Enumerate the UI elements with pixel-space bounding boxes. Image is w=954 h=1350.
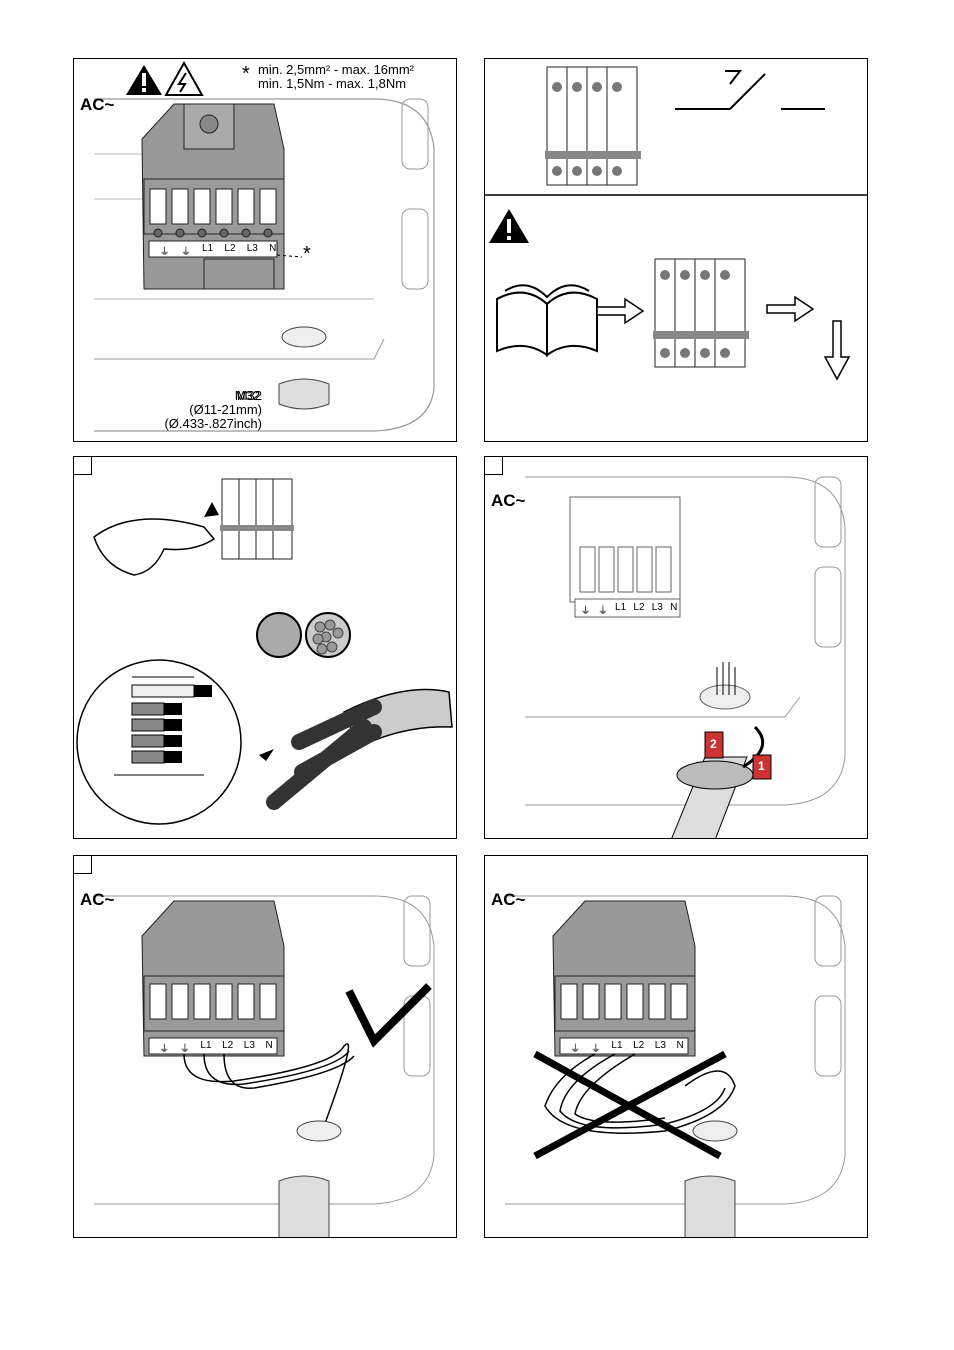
arrow-down-icon [823,320,851,381]
strip-length-diagram [76,659,242,825]
spec-cross-section: min. 2,5mm² - max. 16mm² [258,62,415,77]
terminal-label: L3 [246,243,258,254]
gland-spec: M32 [235,389,260,403]
terminal-label: N [269,243,277,254]
terminal-label: L2 [633,1040,645,1051]
checkmark-icon [345,983,432,1048]
terminal-label: L2 [222,1040,234,1051]
circuit-breaker-icon [220,478,294,560]
step-marker-2 [704,731,724,759]
hand-icon [93,518,216,576]
gland-size-text: M32 [236,388,262,403]
terminal-label: L2 [224,243,236,254]
correct-wiring-illustration [94,895,435,1237]
terminal-label: N [265,1040,273,1051]
incorrect-wiring-illustration [505,895,846,1237]
manual-book-icon [496,284,598,357]
terminal-label: ⏚ [180,247,191,258]
terminal-label: L1 [615,602,627,613]
dashed-line-asterisk: * [303,243,311,265]
spec-torque: min. 1,5Nm - max. 1,8Nm [258,76,407,91]
panel-correct-wiring: AC~ ⏚ ⏚ L1 L2 L3 N [73,855,457,1238]
ac-label: AC~ [80,890,115,909]
terminal-label: ⏚ [179,1044,190,1055]
cable-illustration [671,725,765,838]
switch-open-symbol [675,70,825,110]
panel-incorrect-wiring: AC~ ⏚ ⏚ L1 L2 L3 N [484,855,868,1238]
cable-prep-illustration [76,478,453,825]
breaker-switch-illustration [485,66,867,381]
cable-illustration [266,688,453,810]
terminal-labels: ⏚ ⏚ L1 L2 L3 N [577,602,681,617]
conductor-type-icons [256,612,351,658]
terminal-label: L1 [200,1040,212,1051]
terminal-labels: ⏚ ⏚ L1 L2 L3 N [565,1040,689,1055]
circuit-breaker-icon [545,66,641,186]
step-checkbox [74,457,92,475]
electric-hazard-icon [164,60,204,96]
spec-asterisk: * [242,63,250,85]
warning-icon [489,209,529,243]
gland-insertion-illustration [525,476,846,838]
terminal-labels: ⏚ ⏚ L1 L2 L3 N [154,243,282,258]
terminal-block-illustration [94,60,435,432]
terminal-label: ⏚ [580,606,591,617]
terminal-label: L3 [654,1040,666,1051]
step-number: 1 [758,759,765,773]
step-number: 2 [710,737,717,751]
panel-breaker-off [484,58,868,442]
terminal-label: ⏚ [570,1044,581,1055]
terminal-label: ⏚ [159,247,170,258]
terminal-label: ⏚ [597,606,608,617]
gland-spec-block: M32 (Ø11-21mm) (Ø.433-.827inch) [134,389,262,431]
circuit-breaker-icon [653,258,749,368]
arrow-icon [204,502,219,517]
terminal-label: L2 [633,602,645,613]
step-checkbox [485,457,503,475]
arrow-right-icon [596,297,645,325]
terminal-label: L3 [243,1040,255,1051]
arrow-icon [259,749,274,761]
terminal-label: L1 [202,243,214,254]
terminal-block [569,496,681,618]
rotate-arrow-icon [742,725,765,769]
terminal-label: ⏚ [590,1044,601,1055]
ac-label: AC~ [80,95,115,114]
terminal-label: L1 [611,1040,623,1051]
arrow-right-icon [766,295,815,323]
terminal-label: N [670,602,678,613]
panel-cable-prep [73,456,457,839]
panel-cable-gland: AC~ 2 1 ⏚ ⏚ L1 L2 L3 N [484,456,868,839]
gland-size: M32 [234,388,260,403]
gland-range-inch: (Ø.433-.827inch) [164,416,262,431]
gland-range-mm: (Ø11-21mm) [189,402,262,417]
warning-icon [126,65,162,95]
panel-terminal-specs: AC~ * min. 2,5mm² - max. 16mm² min. 1,5N… [73,58,457,442]
cross-icon [533,1050,727,1160]
terminal-label: N [676,1040,684,1051]
ac-label: AC~ [491,890,526,909]
ac-label: AC~ [491,491,526,510]
step-marker-1 [752,754,772,780]
terminal-label: ⏚ [159,1044,170,1055]
terminal-label: L3 [651,602,663,613]
terminal-labels: ⏚ ⏚ L1 L2 L3 N [154,1040,278,1055]
step-checkbox [74,856,92,874]
